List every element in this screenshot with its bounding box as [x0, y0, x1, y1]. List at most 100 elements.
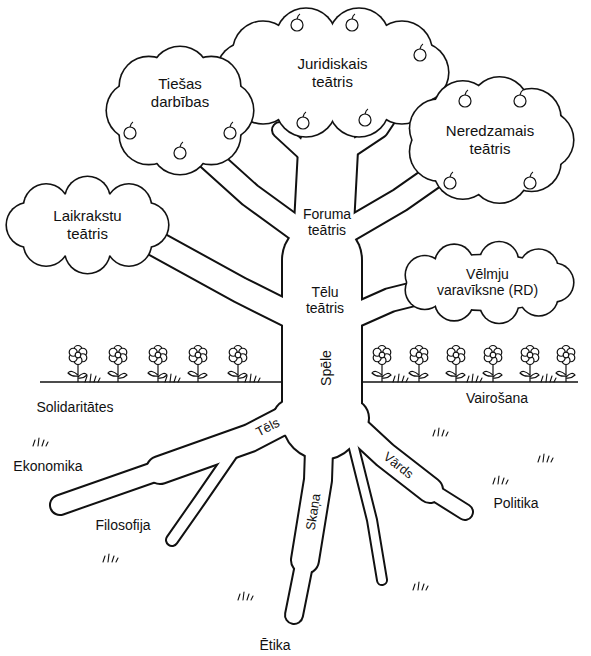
apple — [291, 19, 303, 31]
apple — [444, 177, 456, 189]
apple-stem — [303, 112, 306, 117]
apple-stem — [520, 90, 523, 95]
apple — [297, 117, 309, 129]
node-text-block: Tiešas darbības — [151, 75, 209, 111]
apple-stem — [465, 90, 468, 95]
tree-label: Tēlu teātris — [306, 284, 344, 316]
branch — [140, 235, 300, 320]
node-text-block: Juridiskais teātris — [297, 55, 367, 91]
flower — [446, 346, 465, 383]
tree-label: Filosofija — [95, 517, 150, 533]
node-text: Laikrakstu teātris — [53, 207, 121, 243]
grass-tuft — [165, 374, 180, 382]
apple-stem — [530, 172, 533, 177]
tree-label: Solidaritātes — [36, 399, 113, 415]
grass-tuft — [33, 438, 48, 446]
flower — [108, 346, 127, 383]
cloud-fill — [410, 78, 573, 203]
apple — [174, 147, 186, 159]
flower — [372, 346, 391, 383]
cloud-fill — [520, 250, 557, 287]
cloud-fill — [7, 177, 168, 273]
grass-tuft — [85, 374, 100, 382]
root — [172, 442, 240, 540]
node-text-block: Laikrakstu teātris — [53, 207, 121, 243]
tree-label: Politika — [493, 495, 538, 511]
apple — [514, 95, 526, 107]
apple-stem — [130, 122, 133, 127]
apple — [359, 114, 371, 126]
node-text-block: Vēlmju varavīksne (RD) — [434, 266, 542, 300]
flower — [483, 346, 502, 383]
grass-tuft — [433, 428, 448, 436]
apple-stem — [352, 14, 355, 19]
apple-stem — [180, 142, 183, 147]
root — [352, 440, 382, 580]
cloud-outline — [409, 76, 575, 204]
flower — [520, 346, 539, 383]
root — [305, 420, 320, 560]
apple — [524, 177, 536, 189]
apple — [459, 95, 471, 107]
cloud-node: Vēlmju varavīksne (RD) — [400, 240, 575, 325]
root — [305, 420, 320, 560]
node-text: Vēlmju varavīksne (RD) — [434, 266, 542, 300]
cloud-fill — [107, 47, 253, 174]
branch — [140, 235, 300, 320]
root — [60, 470, 160, 505]
tree-label: Ekonomika — [13, 458, 82, 474]
grass-tuft — [493, 476, 508, 484]
grass-tufts — [33, 374, 556, 600]
cloud-outline — [105, 45, 254, 175]
node-text-block: Neredzamais teātris — [446, 122, 534, 158]
cloud-shape — [105, 45, 255, 176]
apple — [414, 49, 426, 61]
tree-fill — [60, 60, 465, 615]
trunk — [281, 260, 363, 420]
root — [430, 490, 465, 512]
flower — [68, 346, 87, 383]
apple — [224, 127, 236, 139]
grass-tuft — [541, 374, 556, 382]
cloud-fill — [406, 242, 573, 322]
flower — [188, 346, 207, 383]
flower — [409, 346, 428, 383]
root — [430, 490, 465, 512]
apple — [124, 127, 136, 139]
flower — [556, 346, 575, 383]
tree-label: Foruma teātris — [303, 206, 351, 238]
cloud-outline — [5, 175, 169, 274]
tree-label: Vairošana — [466, 390, 528, 406]
root — [294, 560, 305, 615]
cloud-outline — [404, 241, 574, 325]
grass-tuft — [393, 374, 408, 382]
flower — [228, 346, 247, 383]
root — [294, 560, 305, 615]
tree-label: Spēle — [318, 350, 334, 386]
trunk — [283, 260, 361, 420]
cloud-node: Tiešas darbības — [105, 45, 255, 176]
apple-stem — [230, 122, 233, 127]
tree-label: Ētika — [259, 637, 290, 653]
apple-stem — [450, 172, 453, 177]
grass-tuft — [238, 592, 253, 600]
node-text: Tiešas darbības — [151, 75, 209, 111]
grass-tuft — [467, 374, 482, 382]
apples — [124, 122, 236, 159]
apple — [346, 19, 358, 31]
flower — [148, 346, 167, 383]
grass-tuft — [103, 554, 118, 562]
grass-tuft — [413, 582, 428, 590]
ground-line — [40, 381, 288, 383]
cloud-fill — [372, 22, 431, 81]
grass-tuft — [245, 374, 260, 382]
root — [60, 470, 160, 505]
grass-tuft — [538, 454, 553, 462]
apples — [291, 14, 426, 129]
cloud-node: Neredzamais teātris — [405, 75, 575, 205]
apple-stem — [365, 109, 368, 114]
apples — [444, 90, 536, 189]
node-text: Neredzamais teātris — [446, 122, 534, 158]
apple-stem — [297, 14, 300, 19]
